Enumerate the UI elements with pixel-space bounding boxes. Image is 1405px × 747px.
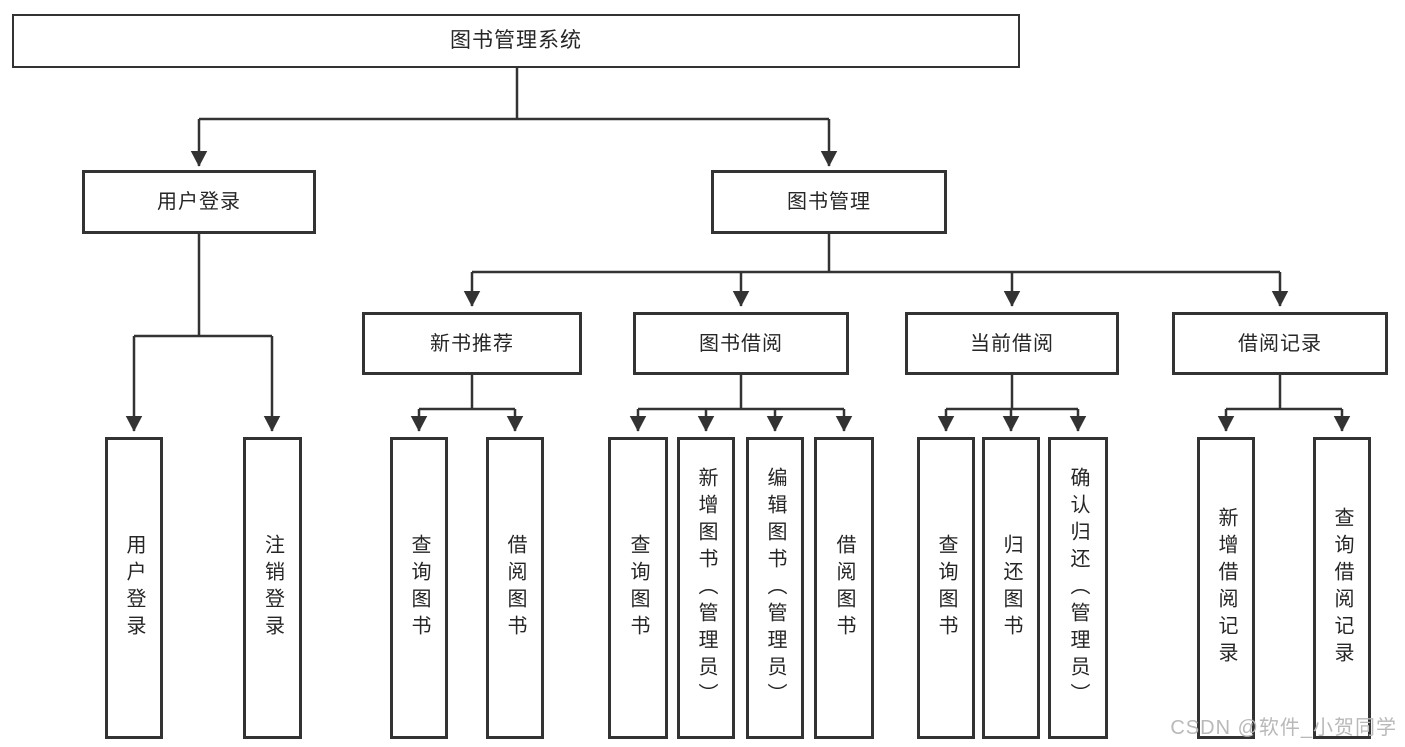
node-leaf-query-books-current: 查询图书 bbox=[917, 437, 975, 739]
node-leaf-add-books-admin: 新增图书（管理员） bbox=[677, 437, 735, 739]
node-current-borrowing: 当前借阅 bbox=[905, 312, 1119, 375]
node-label: 确认归还（管理员） bbox=[1067, 466, 1089, 710]
node-label: 查询借阅记录 bbox=[1331, 507, 1353, 669]
node-leaf-confirm-return-admin: 确认归还（管理员） bbox=[1048, 437, 1108, 739]
node-label: 新增图书（管理员） bbox=[695, 466, 717, 710]
node-label: 注销登录 bbox=[261, 534, 284, 642]
node-label: 编辑图书（管理员） bbox=[764, 466, 786, 710]
node-library-management-system: 图书管理系统 bbox=[12, 14, 1020, 68]
node-label: 归还图书 bbox=[1000, 534, 1022, 642]
node-leaf-return-books: 归还图书 bbox=[982, 437, 1040, 739]
node-label: 图书管理 bbox=[787, 191, 871, 213]
node-label: 新增借阅记录 bbox=[1215, 507, 1237, 669]
node-leaf-user-login: 用户登录 bbox=[105, 437, 163, 739]
node-label: 查询图书 bbox=[627, 534, 649, 642]
node-label: 查询图书 bbox=[408, 534, 430, 642]
node-label: 新书推荐 bbox=[430, 332, 514, 355]
node-label: 借阅图书 bbox=[833, 534, 855, 642]
node-leaf-borrow-books-recommend: 借阅图书 bbox=[486, 437, 544, 739]
node-label: 查询图书 bbox=[935, 534, 957, 642]
node-leaf-query-books-borrow: 查询图书 bbox=[608, 437, 668, 739]
node-borrowing-records: 借阅记录 bbox=[1172, 312, 1388, 375]
node-label: 当前借阅 bbox=[970, 332, 1054, 355]
node-leaf-add-borrow-record: 新增借阅记录 bbox=[1197, 437, 1255, 739]
node-user-login: 用户登录 bbox=[82, 170, 316, 234]
node-leaf-logout: 注销登录 bbox=[243, 437, 302, 739]
node-new-book-recommendation: 新书推荐 bbox=[362, 312, 582, 375]
node-leaf-edit-books-admin: 编辑图书（管理员） bbox=[746, 437, 804, 739]
node-leaf-query-books-recommend: 查询图书 bbox=[390, 437, 448, 739]
node-label: 用户登录 bbox=[123, 534, 145, 642]
node-label: 用户登录 bbox=[157, 191, 241, 213]
node-leaf-query-borrow-record: 查询借阅记录 bbox=[1313, 437, 1371, 739]
node-label: 借阅图书 bbox=[504, 534, 526, 642]
node-book-management: 图书管理 bbox=[711, 170, 947, 234]
node-leaf-borrow-books-borrow: 借阅图书 bbox=[814, 437, 874, 739]
node-label: 图书借阅 bbox=[699, 332, 783, 355]
node-label: 借阅记录 bbox=[1238, 332, 1322, 355]
node-label: 图书管理系统 bbox=[450, 29, 582, 53]
node-book-borrowing: 图书借阅 bbox=[633, 312, 849, 375]
